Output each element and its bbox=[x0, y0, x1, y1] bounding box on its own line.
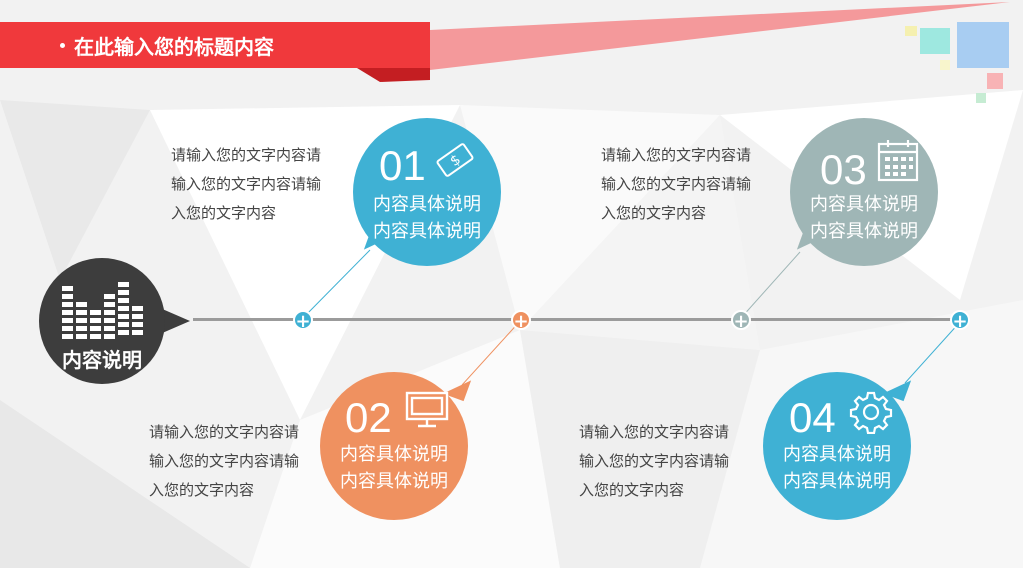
step-bubble-01: 01 $ 内容具体说明 内容具体说明 bbox=[353, 118, 501, 266]
decor-square-yellow bbox=[905, 26, 917, 36]
text-line: 入您的文字内容 bbox=[579, 481, 685, 499]
title-banner: 在此输入您的标题内容 bbox=[0, 22, 430, 68]
text-line: 输入您的文字内容请输 bbox=[601, 175, 752, 193]
gear-icon bbox=[849, 391, 893, 434]
text-line: 请输入您的文字内容请 bbox=[171, 146, 322, 164]
text-line: 请输入您的文字内容请 bbox=[149, 423, 300, 441]
step-number: 03 bbox=[820, 146, 867, 193]
step-bubble-03: 03 内容具体说明 内容具体说明 bbox=[790, 118, 938, 266]
summary-badge bbox=[39, 258, 165, 384]
step-number: 01 bbox=[379, 142, 426, 189]
monitor-icon bbox=[405, 391, 449, 428]
text-line: 输入您的文字内容请输 bbox=[149, 452, 300, 470]
step-text-01: 请输入您的文字内容请 输入您的文字内容请输 入您的文字内容 bbox=[171, 141, 346, 228]
step-text-02: 请输入您的文字内容请 输入您的文字内容请输 入您的文字内容 bbox=[149, 418, 324, 505]
step-text-04: 请输入您的文字内容请 输入您的文字内容请输 入您的文字内容 bbox=[579, 418, 754, 505]
step-desc-line1: 内容具体说明 bbox=[783, 444, 891, 465]
bullet-dot bbox=[60, 43, 65, 48]
step-desc-line2: 内容具体说明 bbox=[373, 221, 481, 242]
decor-square-green bbox=[976, 93, 986, 103]
timeline-node-3[interactable]: + bbox=[731, 310, 751, 331]
step-desc-line1: 内容具体说明 bbox=[810, 194, 918, 215]
text-line: 入您的文字内容 bbox=[601, 204, 707, 222]
text-line: 入您的文字内容 bbox=[171, 204, 277, 222]
timeline-line bbox=[193, 318, 969, 321]
text-line: 输入您的文字内容请输 bbox=[579, 452, 730, 470]
decor-square-blue bbox=[957, 22, 1009, 68]
timeline-node-4[interactable]: + bbox=[950, 310, 970, 331]
text-line: 请输入您的文字内容请 bbox=[601, 146, 752, 164]
text-line: 请输入您的文字内容请 bbox=[579, 423, 730, 441]
timeline-node-1[interactable]: + bbox=[293, 310, 313, 331]
badge-pointer bbox=[160, 308, 190, 334]
text-line: 入您的文字内容 bbox=[149, 481, 255, 499]
page-title: 在此输入您的标题内容 bbox=[74, 34, 274, 59]
step-desc-line2: 内容具体说明 bbox=[783, 471, 891, 492]
step-bubble-04: 04 内容具体说明 内容具体说明 bbox=[763, 372, 911, 520]
equalizer-icon bbox=[62, 282, 143, 339]
step-desc-line1: 内容具体说明 bbox=[340, 444, 448, 465]
step-desc-line1: 内容具体说明 bbox=[373, 194, 481, 215]
step-number: 04 bbox=[789, 394, 836, 441]
step-number: 02 bbox=[345, 394, 392, 441]
calendar-icon bbox=[877, 140, 919, 182]
decor-square-pink bbox=[987, 73, 1003, 89]
timeline-node-2[interactable]: + bbox=[511, 310, 531, 331]
money-bill-icon: $ bbox=[436, 143, 474, 177]
decor-square-lightyellow bbox=[940, 60, 950, 70]
step-desc-line2: 内容具体说明 bbox=[810, 221, 918, 242]
step-bubble-02: 02 内容具体说明 内容具体说明 bbox=[320, 372, 468, 520]
text-line: 输入您的文字内容请输 bbox=[171, 175, 322, 193]
badge-label: 内容说明 bbox=[62, 348, 142, 372]
step-desc-line2: 内容具体说明 bbox=[340, 471, 448, 492]
decor-square-teal bbox=[920, 28, 950, 54]
step-text-03: 请输入您的文字内容请 输入您的文字内容请输 入您的文字内容 bbox=[601, 141, 776, 228]
